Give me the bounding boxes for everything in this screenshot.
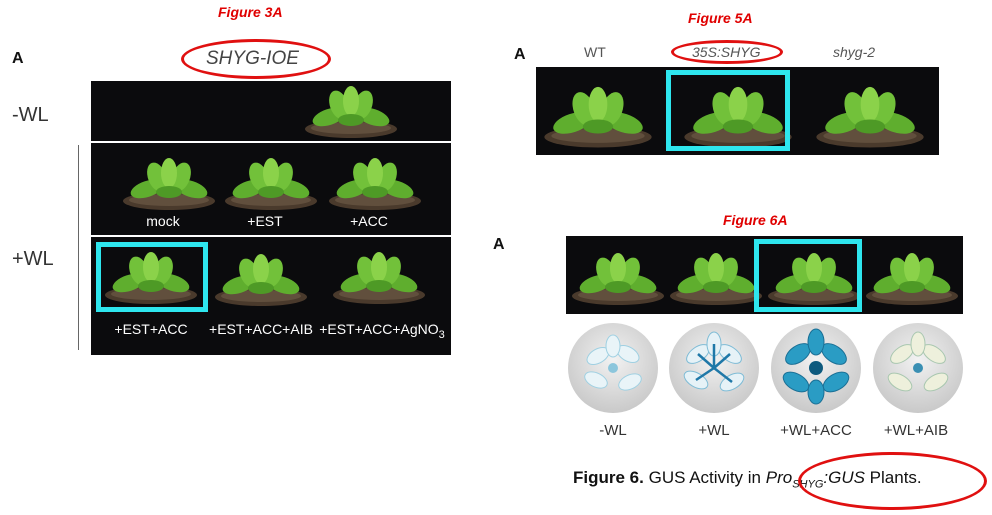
caption-pro: Pro: [765, 468, 793, 487]
treatment-label: mock: [146, 213, 180, 229]
plant-image: [816, 86, 924, 148]
plant-image: [544, 86, 652, 148]
fig5-panel-letter: A: [514, 46, 526, 63]
gus-plant-plus-wl-aib: [873, 323, 963, 413]
gus-plant-minus-wl: [568, 323, 658, 413]
fig3-highlight-box: [96, 242, 208, 312]
fig3-row-plus-wl-1: mock +EST +ACC: [91, 143, 451, 235]
treatment-label: +EST+ACC+AgNO3: [315, 321, 449, 341]
gus-plant-plus-wl: [669, 323, 759, 413]
plant-image: [225, 158, 317, 210]
gus-staining-images: [568, 323, 963, 413]
fig5-genotype-ellipse: [671, 40, 783, 64]
caption-figure-number: Figure 6.: [573, 468, 644, 487]
fig6-panel-letter: A: [493, 236, 505, 253]
fig5-plant-panel: [536, 67, 939, 155]
gus-label: -WL: [599, 422, 627, 439]
gus-plant-plus-wl-acc: [771, 323, 861, 413]
caption-text: GUS Activity in: [648, 468, 766, 487]
fig6-title: Figure 6A: [723, 212, 788, 228]
fig5-genotype-wt: WT: [584, 44, 606, 60]
plant-image: [329, 158, 421, 210]
gus-label: +WL+ACC: [780, 422, 852, 439]
fig3-title: Figure 3A: [218, 4, 283, 20]
treatment-label: +ACC: [350, 213, 388, 229]
fig3-panel-letter: A: [12, 50, 24, 67]
fig6-highlight-box: [754, 239, 862, 312]
treatment-subscript: 3: [438, 328, 445, 341]
plant-image: [333, 252, 425, 304]
plant-image: [305, 86, 397, 138]
treatment-label-text: +EST+ACC+AgNO: [319, 321, 439, 337]
treatment-label: +EST: [247, 213, 283, 229]
treatment-label: +EST+ACC+AIB: [209, 321, 313, 337]
fig5-genotype-mutant: shyg-2: [833, 44, 876, 60]
treatment-label: +EST+ACC: [114, 321, 188, 337]
plant-image: [866, 253, 958, 305]
plant-image: [572, 253, 664, 305]
plant-image: [215, 254, 307, 306]
plant-image: [670, 253, 762, 305]
fig3-genotype-ellipse: [181, 39, 331, 79]
fig5-highlight-box: [666, 70, 790, 151]
fig6-plant-panel: [566, 236, 963, 314]
fig3-row-minus-wl: [91, 81, 451, 141]
fig3-row-plus-wl-2: +EST+ACC +EST+ACC+AIB +EST+ACC+AgNO3: [91, 237, 451, 355]
fig3-plus-wl-label: +WL: [12, 248, 54, 270]
fig3-minus-wl-label: -WL: [12, 104, 49, 126]
fig5-title: Figure 5A: [688, 10, 753, 26]
fig6-caption-ellipse: [798, 452, 987, 510]
fig3-bracket-line: [78, 145, 79, 350]
gus-label: +WL+AIB: [883, 422, 949, 439]
plant-image: [123, 158, 215, 210]
gus-label: +WL: [698, 422, 730, 439]
